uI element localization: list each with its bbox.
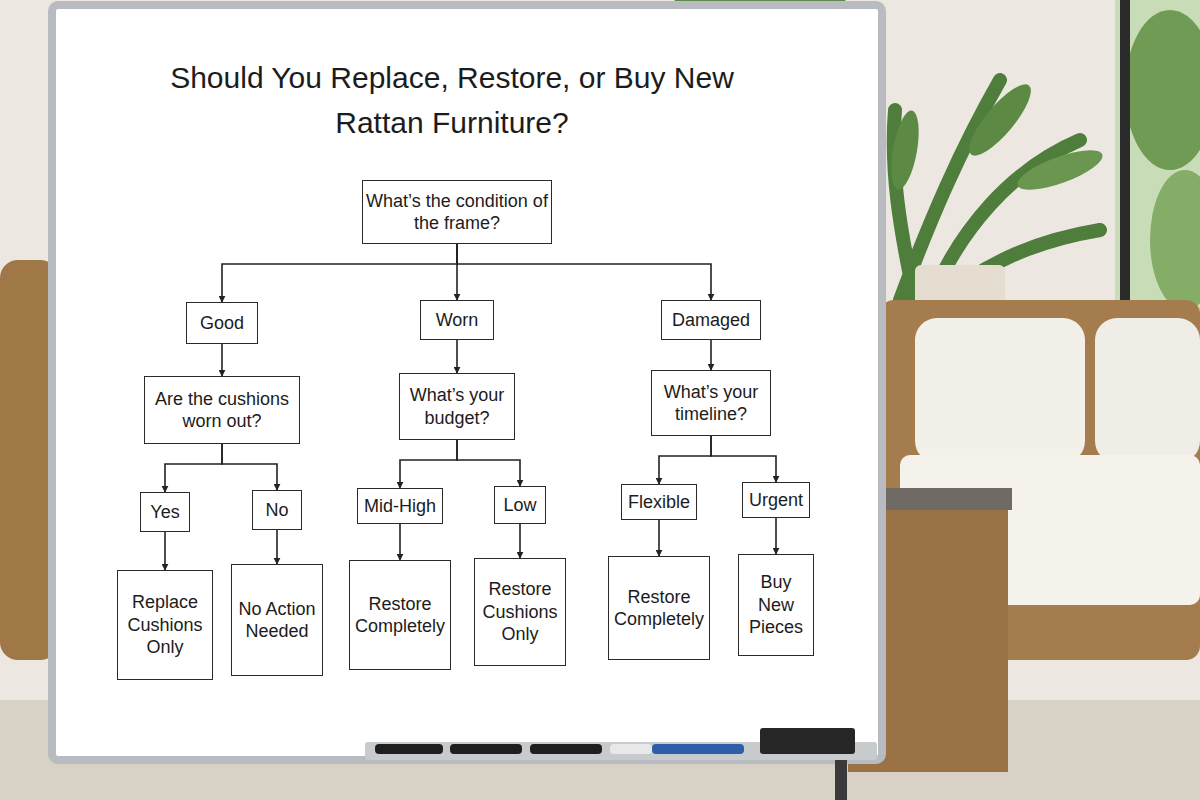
flow-box: Restore Completely (349, 560, 451, 670)
board-eraser (760, 728, 855, 754)
connector-arrow (456, 340, 458, 373)
connector-arrow (164, 532, 166, 570)
sofa-cushion (915, 318, 1085, 463)
box-label: What’s your budget? (403, 384, 511, 429)
connector-arrow (222, 244, 457, 302)
connector-arrow (711, 436, 776, 482)
flow-box: Urgent (742, 482, 810, 518)
box-label: Restore Cushions Only (478, 578, 562, 646)
flow-box: No (252, 490, 302, 530)
flow-box: Mid-High (357, 488, 443, 524)
flow-box: Restore Cushions Only (474, 558, 566, 666)
box-label: What’s the condition of the frame? (366, 190, 548, 235)
flow-box: Damaged (661, 300, 761, 340)
connector-arrow (400, 440, 457, 488)
plant-leaf (1013, 142, 1106, 197)
flow-box: Restore Completely (608, 556, 710, 660)
box-label: Restore Completely (612, 586, 706, 631)
marker-pen (530, 744, 602, 754)
marker-pen (610, 744, 652, 754)
box-label: Low (503, 494, 536, 517)
flow-box: Are the cushions worn out? (144, 376, 300, 444)
easel-leg (835, 760, 847, 800)
box-label: Buy New Pieces (742, 571, 810, 639)
flow-box: Buy New Pieces (738, 554, 814, 656)
flow-box: What’s your timeline? (651, 370, 771, 436)
connector-arrow (775, 518, 777, 554)
box-label: Restore Completely (353, 593, 447, 638)
flow-box: Low (494, 486, 546, 524)
flow-box: What’s your budget? (399, 373, 515, 440)
connector-arrow (456, 244, 458, 300)
connector-arrow (222, 444, 277, 490)
box-label: Are the cushions worn out? (148, 388, 296, 433)
box-label: Yes (150, 501, 179, 524)
box-label: No Action Needed (235, 598, 319, 643)
window-frame (1120, 0, 1130, 340)
flow-box: Replace Cushions Only (117, 570, 213, 680)
box-label: Urgent (749, 489, 803, 512)
connector-arrow (659, 436, 711, 484)
box-label: Worn (436, 309, 479, 332)
plant-leaf (886, 109, 924, 192)
box-label: Flexible (628, 491, 690, 514)
garden-foliage (1150, 170, 1200, 310)
marker-pen (450, 744, 522, 754)
box-label: Good (200, 312, 244, 335)
flow-box: What’s the condition of the frame? (362, 180, 552, 244)
connector-arrow (165, 444, 222, 492)
connector-arrow (658, 520, 660, 556)
connector-arrow (519, 524, 521, 558)
flow-box: No Action Needed (231, 564, 323, 676)
connector-arrow (221, 344, 223, 376)
whiteboard (52, 5, 882, 760)
box-label: Replace Cushions Only (121, 591, 209, 659)
flow-box: Flexible (621, 484, 697, 520)
connector-arrow (457, 440, 520, 486)
marker-pen (375, 744, 443, 754)
connector-arrow (399, 524, 401, 560)
box-label: Mid-High (364, 495, 436, 518)
sofa-cushion (1095, 318, 1200, 463)
flow-box: Worn (420, 300, 494, 340)
connector-arrow (710, 340, 712, 370)
connector-arrow (457, 244, 711, 300)
diagram-title: Should You Replace, Restore, or Buy New … (147, 55, 757, 145)
garden-foliage (1125, 10, 1200, 170)
box-label: No (265, 499, 288, 522)
box-label: What’s your timeline? (655, 381, 767, 426)
plant-leaf (960, 77, 1039, 164)
connector-arrow (276, 530, 278, 564)
marker-pen (652, 744, 744, 754)
flow-box: Yes (140, 492, 190, 532)
box-label: Damaged (672, 309, 750, 332)
flow-box: Good (186, 302, 258, 344)
